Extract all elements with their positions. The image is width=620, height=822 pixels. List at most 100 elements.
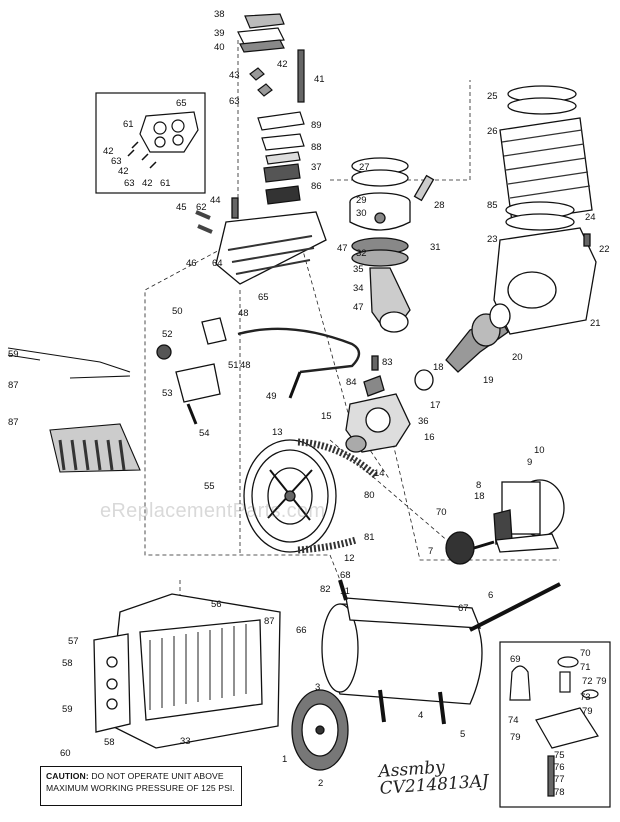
part-label: 85 bbox=[487, 200, 498, 211]
part-label: 42 bbox=[142, 178, 153, 189]
part-label: 39 bbox=[214, 28, 225, 39]
part-label: 55 bbox=[204, 481, 215, 492]
part-label: 63 bbox=[111, 156, 122, 167]
part-label: 47 bbox=[353, 302, 364, 313]
part-label: 36 bbox=[418, 416, 429, 427]
part-label: 44 bbox=[210, 195, 221, 206]
crankshaft bbox=[414, 303, 511, 391]
part-labels: 38 39 40 41 42 43 63 89 88 37 86 65 61 4… bbox=[8, 9, 610, 798]
part-label: 69 bbox=[510, 654, 521, 665]
part-label: 7 bbox=[428, 546, 433, 557]
belt-guard bbox=[93, 593, 281, 749]
part-label: 63 bbox=[124, 178, 135, 189]
part-label: 47 bbox=[337, 243, 348, 254]
part-label: 82 bbox=[320, 584, 331, 595]
part-label: 46 bbox=[186, 258, 197, 269]
part-label: 10 bbox=[534, 445, 545, 456]
part-label: 58 bbox=[62, 658, 73, 669]
part-label: 60 bbox=[60, 748, 71, 759]
part-label: 41 bbox=[314, 74, 325, 85]
caution-box: CAUTION: DO NOT OPERATE UNIT ABOVE MAXIM… bbox=[40, 766, 242, 806]
part-label: 67 bbox=[458, 603, 469, 614]
part-label: 45 bbox=[176, 202, 187, 213]
part-label: 83 bbox=[382, 357, 393, 368]
cylinder-head bbox=[195, 197, 327, 285]
part-label: 79 bbox=[596, 676, 607, 687]
part-label: 42 bbox=[103, 146, 114, 157]
part-label: 87 bbox=[8, 380, 19, 391]
part-label: 63 bbox=[229, 96, 240, 107]
wheel bbox=[291, 689, 349, 771]
caution-text: DO NOT OPERATE UNIT ABOVE MAXIMUM WORKIN… bbox=[46, 771, 235, 793]
part-label: 75 bbox=[554, 750, 565, 761]
handwritten-note: Assmby CV214813AJ bbox=[378, 756, 490, 799]
part-label: 13 bbox=[272, 427, 283, 438]
part-label: 48 bbox=[240, 360, 251, 371]
part-label: 42 bbox=[118, 166, 129, 177]
part-label: 88 bbox=[311, 142, 322, 153]
part-label: 54 bbox=[199, 428, 210, 439]
watermark-text: eReplacementParts.com bbox=[100, 500, 326, 522]
air-tank bbox=[321, 579, 561, 725]
part-label: 59 bbox=[62, 704, 73, 715]
part-label: 76 bbox=[554, 762, 565, 773]
part-label: 70 bbox=[580, 648, 591, 659]
flywheel bbox=[243, 438, 379, 554]
pressure-switch bbox=[156, 317, 361, 425]
part-label: 48 bbox=[238, 308, 249, 319]
part-label: 79 bbox=[510, 732, 521, 743]
part-label: 12 bbox=[344, 553, 355, 564]
part-label: 49 bbox=[266, 391, 277, 402]
motor bbox=[445, 479, 565, 565]
valve-detail-drawing bbox=[509, 656, 599, 797]
part-label: 37 bbox=[311, 162, 322, 173]
part-label: 64 bbox=[212, 258, 223, 269]
part-label: 73 bbox=[580, 692, 591, 703]
part-label: 51 bbox=[228, 360, 239, 371]
part-label: 50 bbox=[172, 306, 183, 317]
part-label: 72 bbox=[582, 676, 593, 687]
part-label: 42 bbox=[277, 59, 288, 70]
part-label: 40 bbox=[214, 42, 225, 53]
part-label: 68 bbox=[340, 570, 351, 581]
part-label: 21 bbox=[590, 318, 601, 329]
part-label: 70 bbox=[436, 507, 447, 518]
part-label: 20 bbox=[512, 352, 523, 363]
part-label: 23 bbox=[487, 234, 498, 245]
assembly-guide-lines bbox=[144, 40, 560, 600]
caution-lead: CAUTION: bbox=[46, 771, 89, 781]
part-label: 78 bbox=[554, 787, 565, 798]
part-label: 77 bbox=[554, 774, 565, 785]
part-label: 25 bbox=[487, 91, 498, 102]
part-label: 80 bbox=[364, 490, 375, 501]
head-detail-inset bbox=[95, 92, 206, 194]
part-label: 52 bbox=[162, 329, 173, 340]
part-label: 43 bbox=[229, 70, 240, 81]
part-label: 17 bbox=[430, 400, 441, 411]
part-label: 32 bbox=[356, 248, 367, 259]
shroud-detail bbox=[7, 347, 141, 473]
part-label: 53 bbox=[162, 388, 173, 399]
part-label: 1 bbox=[282, 754, 287, 765]
part-label: 6 bbox=[488, 590, 493, 601]
part-label: 19 bbox=[483, 375, 494, 386]
part-label: 3 bbox=[315, 682, 320, 693]
part-label: 16 bbox=[424, 432, 435, 443]
cylinder-and-crankcase bbox=[493, 85, 597, 335]
valve-detail-inset bbox=[499, 641, 611, 808]
part-label: 24 bbox=[585, 212, 596, 223]
part-label: 38 bbox=[214, 9, 225, 20]
part-label: 71 bbox=[580, 662, 591, 673]
part-label: 29 bbox=[356, 195, 367, 206]
part-label: 14 bbox=[374, 468, 385, 479]
part-label: 65 bbox=[176, 98, 187, 109]
part-label: 62 bbox=[196, 202, 207, 213]
part-label: 58 bbox=[104, 737, 115, 748]
head-detail-drawing bbox=[127, 111, 199, 169]
part-label: 57 bbox=[68, 636, 79, 647]
part-label: 87 bbox=[8, 417, 19, 428]
part-label: 65 bbox=[258, 292, 269, 303]
part-label: 30 bbox=[356, 208, 367, 219]
bearing-carrier bbox=[345, 355, 411, 453]
